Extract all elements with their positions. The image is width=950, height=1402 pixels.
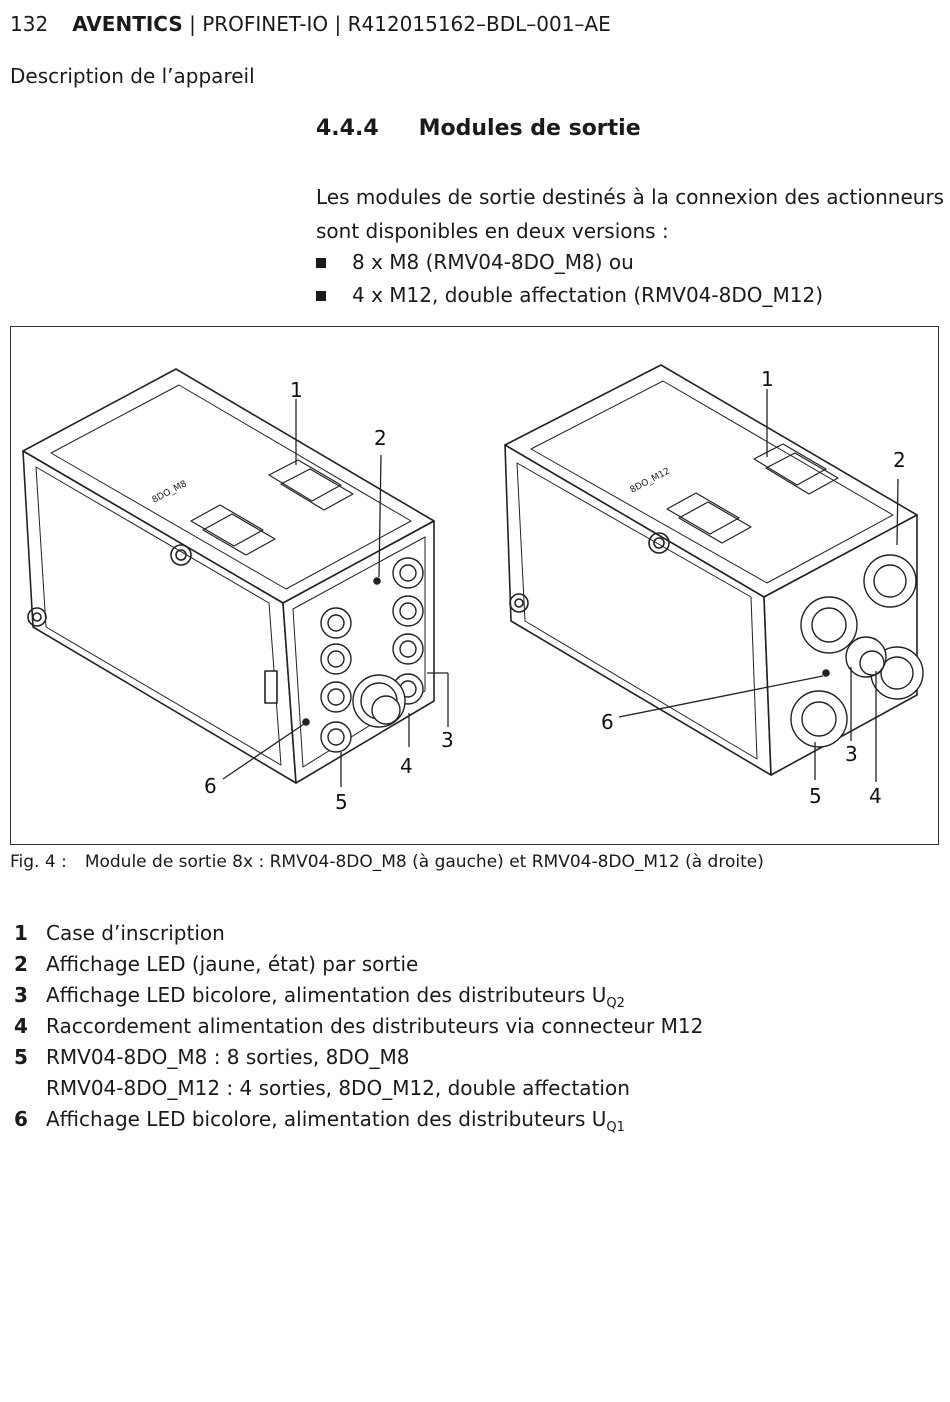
legend-row: 4 Raccordement alimentation des distribut… <box>14 1011 703 1042</box>
legend-text-main: Affichage LED bicolore, alimentation des… <box>46 983 607 1007</box>
list-item: 4 x M12, double affectation (RMV04-8DO_M… <box>316 279 823 312</box>
left-device-drawing <box>22 368 449 787</box>
caption-label: Fig. 4 : <box>10 852 67 872</box>
legend-text-main: Affichage LED bicolore, alimentation des… <box>46 1107 607 1131</box>
legend-number: 4 <box>14 1014 28 1038</box>
legend-row: 3 Affichage LED bicolore, alimentation de… <box>14 980 703 1011</box>
page-number: 132 <box>10 12 49 36</box>
figure-illustration: 1 2 3 4 5 6 1 2 3 4 5 6 8DO_M8 8DO_M12 <box>22 364 924 814</box>
legend-text: RMV04-8DO_M8 : 8 sorties, 8DO_M8 <box>46 1045 410 1069</box>
figure-frame: 1 2 3 4 5 6 1 2 3 4 5 6 8DO_M8 8DO_M12 <box>10 326 939 845</box>
right-callout-4: 4 <box>869 784 882 808</box>
bullet-square-icon <box>316 257 326 268</box>
legend-row: 6 Affichage LED bicolore, alimentation de… <box>14 1104 703 1135</box>
legend-row: 1 Case d’inscription <box>14 918 703 949</box>
left-callout-2: 2 <box>374 426 387 450</box>
document-id: | PROFINET-IO | R412015162–BDL–001–AE <box>189 12 611 36</box>
legend-subscript: Q2 <box>606 996 625 1011</box>
legend-number: 5 <box>14 1045 28 1069</box>
chapter-title: Description de l’appareil <box>10 64 255 88</box>
right-callout-1: 1 <box>761 367 774 391</box>
legend-row: RMV04-8DO_M12 : 4 sorties, 8DO_M12, doub… <box>14 1073 703 1104</box>
section-number: 4.4.4 <box>316 116 379 141</box>
brand-name: AVENTICS <box>72 12 183 36</box>
legend-number: 1 <box>14 921 28 945</box>
right-callout-2: 2 <box>893 448 906 472</box>
bullet-square-icon <box>316 290 326 301</box>
legend-number <box>14 1073 46 1104</box>
figure-caption: Fig. 4 : Module de sortie 8x : RMV04-8DO_… <box>10 852 764 872</box>
list-item-text: 4 x M12, double affectation (RMV04-8DO_M… <box>352 283 823 307</box>
figure-legend: 1 Case d’inscription 2 Affichage LED (jaun… <box>14 918 703 1135</box>
left-callout-4: 4 <box>400 754 413 778</box>
left-callout-5: 5 <box>335 790 348 814</box>
legend-text: Affichage LED bicolore, alimentation des… <box>46 980 625 1011</box>
legend-row: 5 RMV04-8DO_M8 : 8 sorties, 8DO_M8 <box>14 1042 703 1073</box>
list-item: 8 x M8 (RMV04-8DO_M8) ou <box>316 246 823 279</box>
legend-text: Affichage LED (jaune, état) par sortie <box>46 952 419 976</box>
right-device-drawing <box>504 364 924 782</box>
legend-text: RMV04-8DO_M12 : 4 sorties, 8DO_M12, doub… <box>46 1076 630 1100</box>
caption-text: Module de sortie 8x : RMV04-8DO_M8 (à ga… <box>84 852 764 872</box>
page-header: 132 AVENTICS | PROFINET-IO | R412015162–B… <box>10 12 611 36</box>
intro-paragraph: Les modules de sortie destinés à la conn… <box>316 185 945 243</box>
right-callout-3: 3 <box>845 742 858 766</box>
section-heading: 4.4.4 Modules de sortie <box>316 116 641 141</box>
legend-number: 3 <box>14 983 28 1007</box>
legend-text: Affichage LED bicolore, alimentation des… <box>46 1104 625 1135</box>
legend-number: 6 <box>14 1107 28 1131</box>
left-callout-1: 1 <box>290 378 303 402</box>
legend-number: 2 <box>14 952 28 976</box>
left-callout-6: 6 <box>204 774 217 798</box>
legend-text: Raccordement alimentation des distribute… <box>46 1014 704 1038</box>
legend-row: 2 Affichage LED (jaune, état) par sortie <box>14 949 703 980</box>
section-title: Modules de sortie <box>418 116 641 141</box>
right-callout-6: 6 <box>601 710 614 734</box>
left-callout-3: 3 <box>441 728 454 752</box>
right-callout-5: 5 <box>809 784 822 808</box>
legend-subscript: Q1 <box>606 1120 625 1135</box>
list-item-text: 8 x M8 (RMV04-8DO_M8) ou <box>352 250 634 274</box>
legend-text: Case d’inscription <box>46 921 225 945</box>
version-list: 8 x M8 (RMV04-8DO_M8) ou 4 x M12, double… <box>316 246 823 312</box>
